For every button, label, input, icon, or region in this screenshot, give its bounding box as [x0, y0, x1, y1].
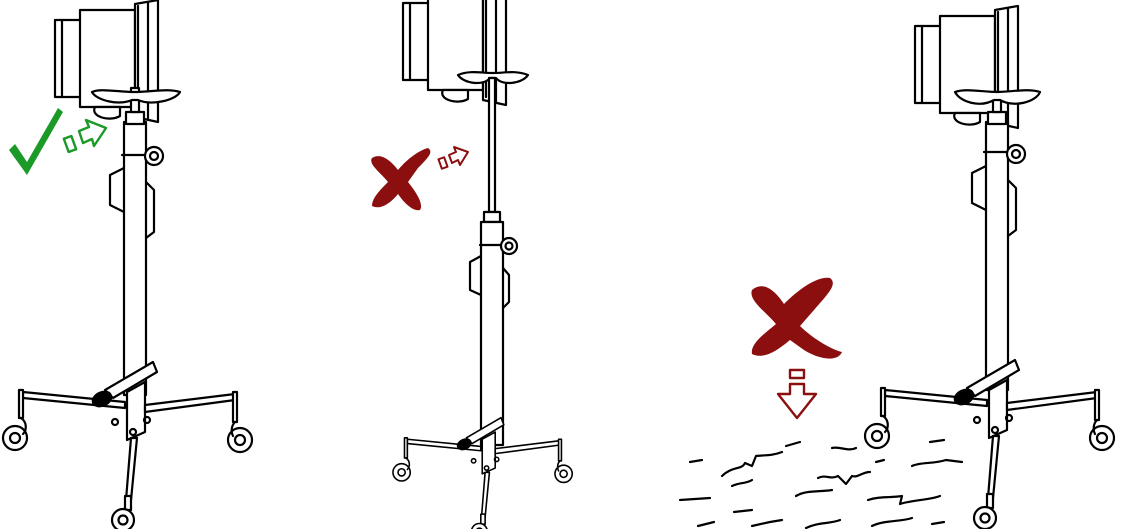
cross-icon	[371, 148, 430, 210]
check-icon	[9, 108, 63, 175]
stand-uneven-ground	[680, 6, 1114, 529]
stand-pole-extended	[489, 78, 495, 212]
arrow-right-icon	[438, 147, 468, 169]
stand-pole	[986, 122, 1008, 390]
stand-correct	[3, 0, 252, 529]
light-head	[55, 0, 158, 122]
stand-pole	[124, 122, 146, 395]
arrow-right-icon	[64, 120, 106, 152]
arrow-down-icon	[778, 370, 816, 418]
stand-overextended	[371, 0, 572, 529]
rolling-base	[3, 362, 252, 529]
stand-pole	[481, 222, 503, 445]
cross-icon	[751, 278, 842, 359]
uneven-ground-marks	[680, 440, 962, 528]
light-head	[915, 6, 1018, 128]
rolling-base	[393, 418, 572, 529]
